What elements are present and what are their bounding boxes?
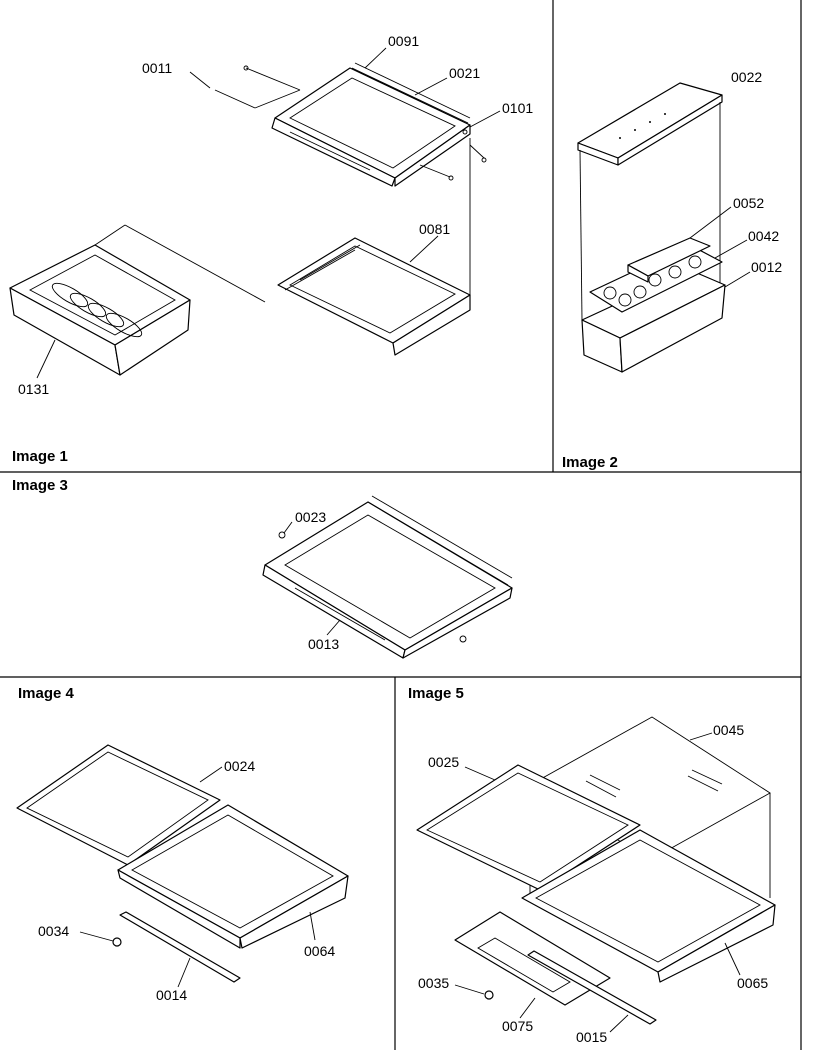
image-2-panel: 0022 0052 0042 0012 Image 2: [562, 69, 782, 471]
panel-title-image-3: Image 3: [12, 477, 68, 494]
callout-0022: 0022: [731, 69, 762, 85]
callout-0021: 0021: [449, 65, 480, 81]
callout-0024: 0024: [224, 758, 255, 774]
callout-0064: 0064: [304, 943, 335, 959]
callout-0045: 0045: [713, 722, 744, 738]
callout-0011: 0011: [142, 60, 172, 76]
glass-shelf-0025: [416, 764, 641, 891]
shelf-assembly-0021: [189, 62, 487, 187]
dairy-door-0022: [577, 82, 723, 166]
callout-0013: 0013: [308, 636, 339, 652]
image-1-panel: 0011 0091 0021 0101 0081 0131 Image 1: [9, 33, 533, 465]
callout-0081: 0081: [419, 221, 450, 237]
callout-0025: 0025: [428, 754, 459, 770]
callout-0034: 0034: [38, 923, 69, 939]
screw-0035: [484, 990, 494, 1000]
panel-title-image-1: Image 1: [12, 448, 68, 465]
shelf-assembly-0081: [277, 138, 471, 356]
egg-bin-0012: [581, 269, 726, 373]
image-3-panel: 0023 0013 Image 3: [12, 477, 513, 659]
callout-0014: 0014: [156, 987, 187, 1003]
rail-0015: [527, 950, 657, 1025]
callout-0015: 0015: [576, 1029, 607, 1045]
callout-0012: 0012: [751, 259, 782, 275]
callout-0075: 0075: [502, 1018, 533, 1034]
panel-title-image-5: Image 5: [408, 685, 464, 702]
callout-0065: 0065: [737, 975, 768, 991]
callout-0052: 0052: [733, 195, 764, 211]
front-trim-0075: [454, 911, 611, 1006]
butter-cover-0052: [627, 237, 711, 283]
trim-strip-0014: [119, 911, 241, 983]
crisper-drawer-0131: [9, 224, 266, 376]
image-4-panel: 0024 0034 0064 0014 Image 4: [16, 685, 349, 1003]
panel-title-image-2: Image 2: [562, 454, 618, 471]
image-5-panel: 0045 0025 0035 0075 0015 0065 Image 5: [408, 685, 776, 1045]
shelf-frame-0064: [117, 804, 349, 949]
shelf-frame-0065: [521, 829, 776, 983]
shelf-assembly-0013: [262, 495, 513, 659]
callout-0035: 0035: [418, 975, 449, 991]
callout-0091: 0091: [388, 33, 419, 49]
glass-shelf-0024: [16, 744, 221, 866]
panel-title-image-4: Image 4: [18, 685, 75, 702]
callout-0023: 0023: [295, 509, 326, 525]
callout-0101: 0101: [502, 100, 533, 116]
callout-0131: 0131: [18, 381, 49, 397]
callout-0042: 0042: [748, 228, 779, 244]
screw-0034: [112, 937, 122, 947]
